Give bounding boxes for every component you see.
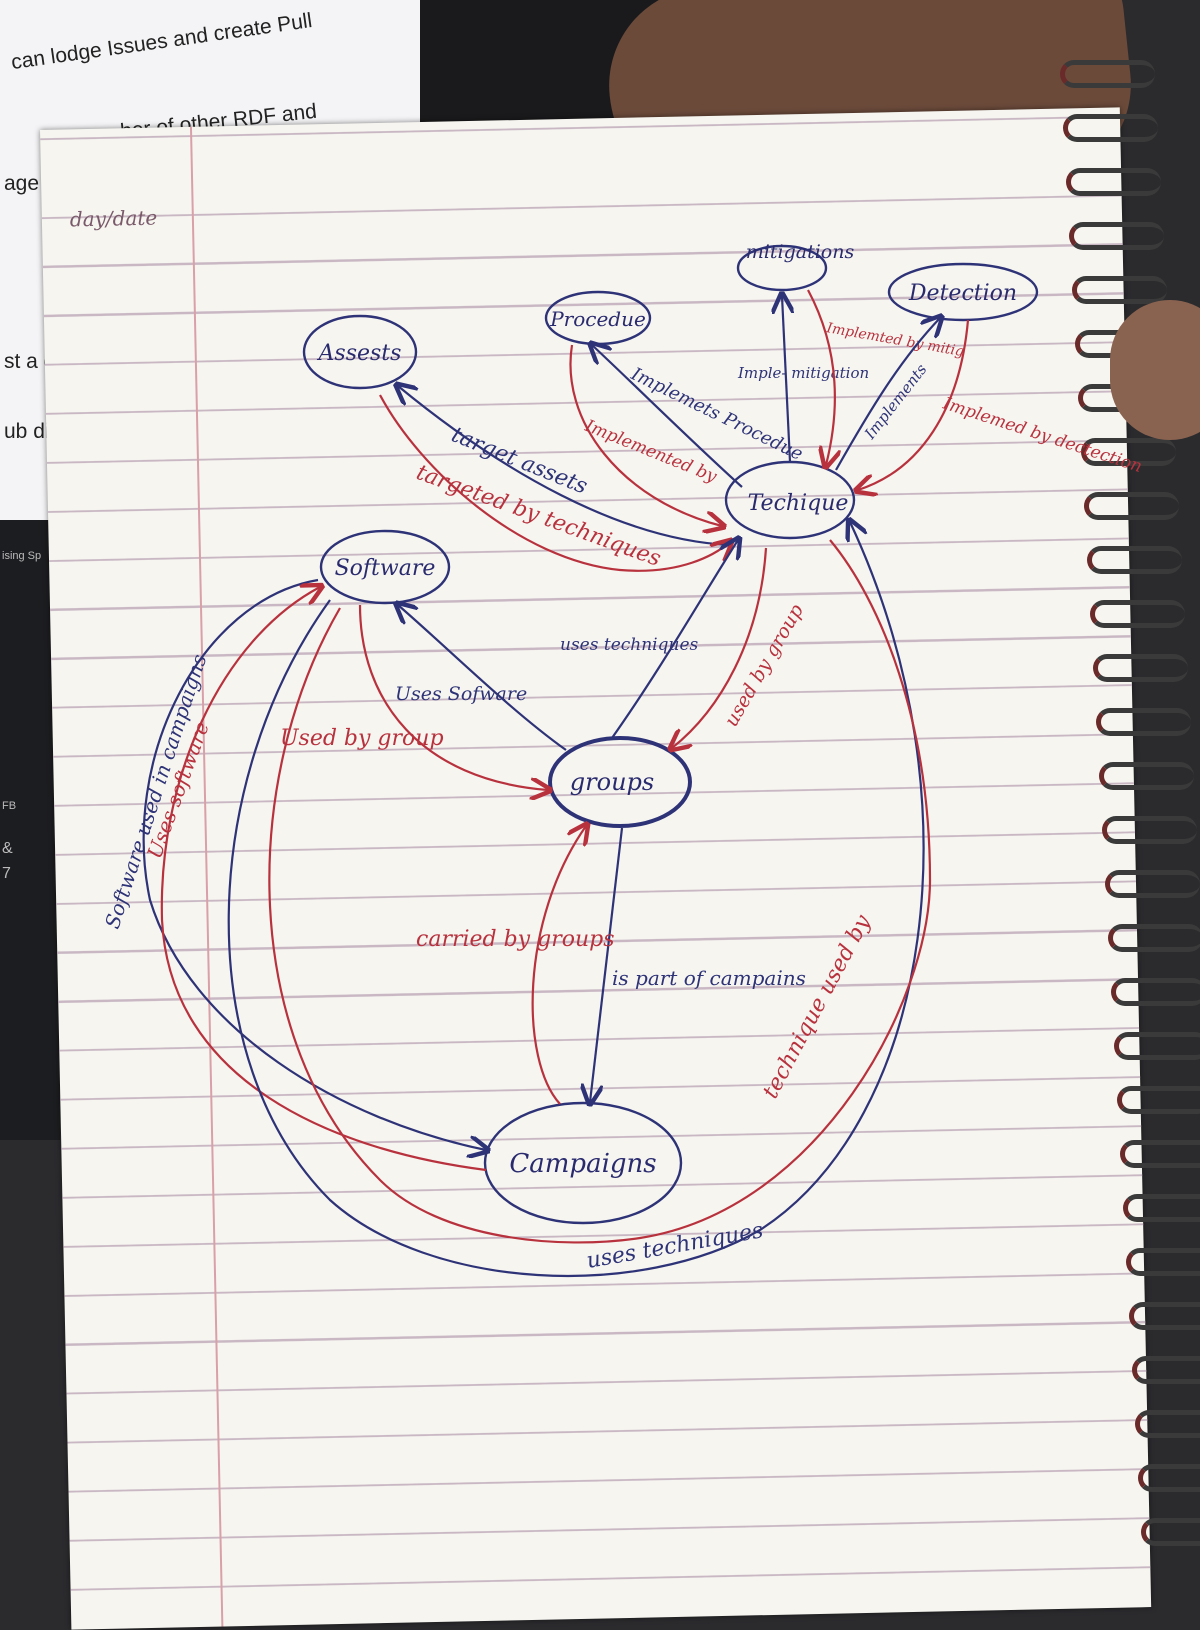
detection-node bbox=[887, 262, 1039, 322]
spiral-ring bbox=[1117, 1086, 1200, 1114]
spiral-ring bbox=[1108, 924, 1200, 952]
edge-implements-procedure bbox=[592, 345, 743, 488]
spiral-ring bbox=[1135, 1410, 1200, 1438]
edge-uses-software bbox=[398, 605, 567, 751]
edge-label-implemented-by-detection: Implemed by dectection bbox=[940, 393, 1145, 477]
thumb bbox=[1110, 300, 1200, 440]
campaigns-label: Campaigns bbox=[509, 1149, 656, 1179]
edge-uses-techniques-loop bbox=[227, 522, 925, 1277]
spiral-ring bbox=[1111, 978, 1200, 1006]
edge-label-implemented-by-mitig: Implemted by mitig bbox=[824, 320, 965, 360]
edge-technique-used-by-loop bbox=[268, 539, 932, 1244]
spiral-ring bbox=[1129, 1302, 1200, 1330]
edge-implements-detection bbox=[835, 318, 940, 471]
edge-implemented-by-detection bbox=[858, 319, 970, 490]
software-label: Software bbox=[335, 556, 436, 581]
edge-label-uses-techniques: uses techniques bbox=[560, 635, 699, 655]
spiral-ring bbox=[1069, 222, 1164, 250]
spiral-ring bbox=[1087, 546, 1182, 574]
edge-used-by-group-software bbox=[358, 604, 548, 790]
spiral-ring bbox=[1138, 1464, 1200, 1492]
technique-label: Techique bbox=[748, 491, 849, 516]
mitigations-node bbox=[736, 244, 828, 292]
spiral-ring bbox=[1072, 276, 1167, 304]
spiral-ring bbox=[1141, 1518, 1200, 1546]
spiral-ring bbox=[1099, 762, 1194, 790]
spiral-ring bbox=[1126, 1248, 1200, 1276]
edge-label-uses-techniques-bottom: uses techniques bbox=[585, 1218, 766, 1274]
edge-is-part-of-campains bbox=[590, 827, 624, 1102]
mitigations-label: mitigations bbox=[746, 241, 855, 263]
side-text: 7 bbox=[2, 865, 11, 882]
edge-uses-software-red bbox=[160, 587, 487, 1172]
spiral-ring bbox=[1096, 708, 1191, 736]
edge-label-implements-mitigation: Imple- mitigation bbox=[737, 364, 869, 382]
spiral-ring bbox=[1081, 438, 1176, 466]
spiral-ring bbox=[1132, 1356, 1200, 1384]
side-text: FB bbox=[2, 800, 17, 812]
edge-implemented-by bbox=[569, 344, 722, 526]
spiral-ring bbox=[1060, 60, 1155, 88]
groups-label: groups bbox=[570, 768, 654, 796]
edge-targeted-by-techniques bbox=[379, 394, 730, 572]
side-text: ising Sp bbox=[2, 550, 42, 562]
edge-label-carried-by-groups: carried by groups bbox=[416, 927, 615, 952]
edge-implemented-by-mitig bbox=[807, 289, 835, 465]
procedure-label: Procedue bbox=[549, 307, 646, 331]
edge-software-used-in-campaigns bbox=[142, 578, 486, 1150]
edge-implements-mitigation bbox=[782, 296, 790, 463]
spiral-ring bbox=[1063, 114, 1158, 142]
spiral-ring bbox=[1105, 870, 1200, 898]
spiral-ring bbox=[1123, 1194, 1200, 1222]
edge-label-is-part-of-campains: is part of campains bbox=[612, 966, 806, 990]
edge-target-assets bbox=[398, 386, 731, 547]
edge-used-by-group-technique bbox=[672, 547, 768, 748]
edge-label-technique-used-by: technique used by bbox=[758, 911, 876, 1103]
edge-label-used-by-group-software: Used by group bbox=[280, 726, 444, 751]
edge-label-software-used-in-campaigns: Software used in campaigns bbox=[100, 651, 211, 931]
spiral-ring bbox=[1090, 600, 1185, 628]
side-text: & bbox=[2, 840, 13, 857]
spiral-ring bbox=[1120, 1140, 1200, 1168]
assets-node bbox=[302, 314, 418, 390]
spiral-ring bbox=[1102, 816, 1197, 844]
spiral-ring bbox=[1093, 654, 1188, 682]
software-node bbox=[319, 529, 451, 605]
spiral-ring bbox=[1066, 168, 1161, 196]
edge-carried-by-groups bbox=[531, 826, 586, 1105]
spiral-ring bbox=[1114, 1032, 1200, 1060]
edge-label-used-by-group-technique: used by group bbox=[720, 600, 808, 730]
spiral-ring bbox=[1084, 492, 1179, 520]
edge-label-uses-software: Uses Sofware bbox=[395, 683, 527, 705]
detection-label: Detection bbox=[908, 281, 1017, 306]
assets-label: Assests bbox=[317, 341, 402, 366]
edge-uses-techniques bbox=[611, 540, 738, 739]
